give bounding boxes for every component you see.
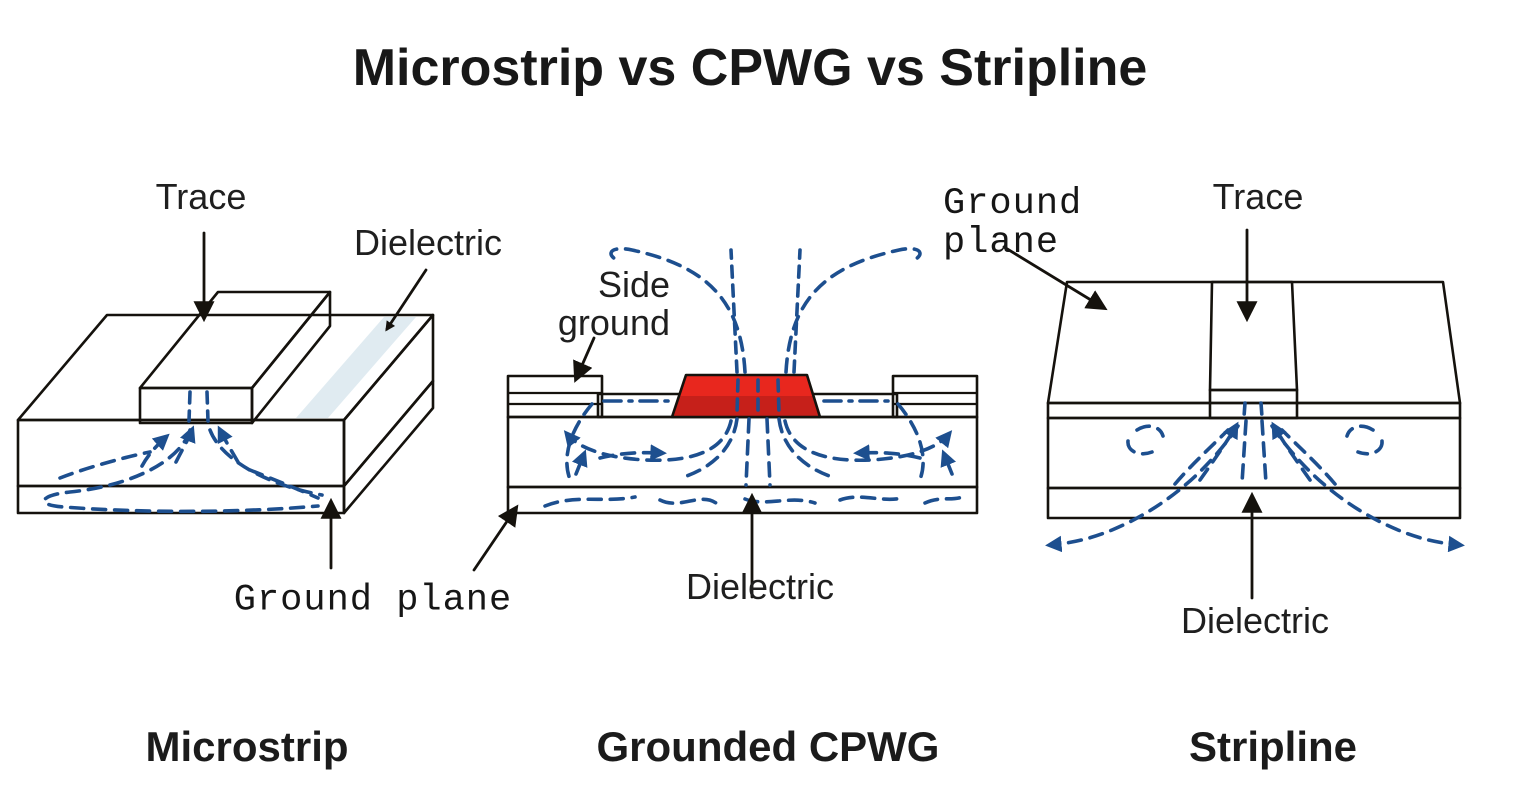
- cpwg-side-ground-left: [506, 374, 604, 419]
- stripline-dielectric-front-face: [1046, 416, 1462, 490]
- microstrip-dielectric-arrow: [385, 268, 428, 332]
- microstrip-ground-side-face: [342, 379, 435, 515]
- microstrip-trace-front-face: [138, 386, 254, 425]
- stripline-bottom-ground-plane: [1046, 486, 1462, 520]
- cpwg-ground-plane-arrow: [472, 504, 519, 572]
- cpwg-side-ground-label-line1: Side: [597, 264, 670, 305]
- page-title: Microstrip vs CPWG vs Stripline: [352, 39, 1148, 97]
- cpwg-trace: [670, 373, 822, 419]
- stripline-ground-plane-label-line2: plane: [943, 221, 1060, 264]
- microstrip-dielectric-label: Dielectric: [353, 222, 503, 264]
- cpwg-dielectric-label: Dielectric: [685, 566, 835, 608]
- microstrip-field-lines: [42, 390, 324, 514]
- stripline-top-ground-top-face: [1046, 280, 1462, 405]
- stripline-field-lines: [1045, 401, 1465, 553]
- microstrip-ground-front-face: [16, 484, 346, 515]
- stripline-caption: Stripline: [1188, 723, 1358, 770]
- microstrip-ground-plane-label: Ground plane: [233, 579, 513, 622]
- stripline-dielectric-label: Dielectric: [1180, 600, 1330, 642]
- stripline-diagram: [1002, 228, 1465, 600]
- microstrip-trace-label: Trace: [155, 176, 247, 218]
- stripline-ground-plane-label: Ground plane: [943, 185, 1082, 263]
- cpwg-side-ground-right: [891, 374, 979, 419]
- cpwg-caption: Grounded CPWG: [596, 723, 940, 770]
- microstrip-diagram: [16, 231, 519, 572]
- stripline-trace-top-band: [1208, 280, 1299, 392]
- cpwg-bottom-ground-plane: [506, 485, 979, 515]
- cpwg-side-ground-arrow: [573, 336, 596, 383]
- stripline-ground-plane-label-line1: Ground: [943, 183, 1083, 225]
- stripline-top-ground-front-face: [1046, 401, 1462, 420]
- cpwg-side-ground-label-line2: ground: [557, 301, 670, 343]
- microstrip-trace-top-face: [138, 290, 332, 390]
- stripline-trace-label: Trace: [1212, 176, 1304, 218]
- cpwg-diagram: [506, 247, 979, 599]
- cpwg-dielectric-body: [506, 415, 979, 489]
- microstrip-dielectric-top-highlight: [296, 317, 416, 418]
- stripline-ground-plane-arrow: [1002, 245, 1108, 311]
- cpwg-side-ground-label: Side ground: [470, 266, 670, 342]
- microstrip-caption: Microstrip: [145, 723, 349, 770]
